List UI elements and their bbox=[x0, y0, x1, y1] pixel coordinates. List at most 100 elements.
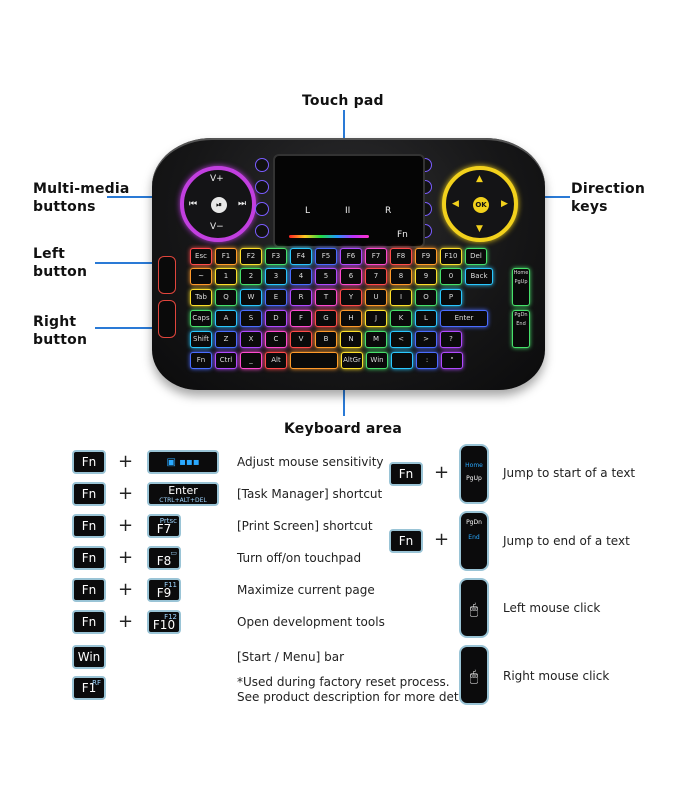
key-win[interactable]: Win bbox=[366, 352, 388, 369]
key-alt[interactable]: Alt bbox=[265, 352, 287, 369]
key--[interactable]: < bbox=[390, 331, 412, 348]
plus-sign: + bbox=[118, 483, 134, 504]
key-x[interactable]: X bbox=[240, 331, 262, 348]
key--[interactable]: ~ bbox=[190, 268, 212, 285]
plus-sign: + bbox=[434, 529, 450, 550]
key-t[interactable]: T bbox=[315, 289, 337, 306]
enter-sub-label: CTRL+ALT+DEL bbox=[159, 497, 207, 504]
key-f2[interactable]: F2 bbox=[240, 248, 262, 265]
key-4[interactable]: 4 bbox=[290, 268, 312, 285]
key-label: F7 bbox=[156, 522, 172, 536]
key-u[interactable]: U bbox=[365, 289, 387, 306]
key-f8[interactable]: F8 bbox=[390, 248, 412, 265]
key-n[interactable]: N bbox=[340, 331, 362, 348]
key-f[interactable]: F bbox=[290, 310, 312, 327]
key-z[interactable]: Z bbox=[215, 331, 237, 348]
key-8[interactable]: 8 bbox=[390, 268, 412, 285]
key-blank[interactable] bbox=[290, 352, 338, 369]
key-blank[interactable] bbox=[391, 352, 413, 369]
key-h[interactable]: H bbox=[340, 310, 362, 327]
key-e[interactable]: E bbox=[265, 289, 287, 306]
key-s[interactable]: S bbox=[240, 310, 262, 327]
key-enter[interactable]: Enter bbox=[440, 310, 488, 327]
play-pause-icon[interactable]: ⏯ bbox=[211, 197, 227, 213]
key-f9[interactable]: F9 bbox=[415, 248, 437, 265]
arrow-up-icon: ▲ bbox=[476, 174, 483, 184]
key-3[interactable]: 3 bbox=[265, 268, 287, 285]
key-ctrl[interactable]: Ctrl bbox=[215, 352, 237, 369]
plus-sign: + bbox=[118, 547, 134, 568]
left-click-desc: Left mouse click bbox=[503, 601, 601, 615]
key-w[interactable]: W bbox=[240, 289, 262, 306]
shortcut-desc: [Print Screen] shortcut bbox=[237, 519, 373, 533]
key-shift[interactable]: Shift bbox=[190, 331, 212, 348]
key-f7[interactable]: F7 bbox=[365, 248, 387, 265]
key-caps[interactable]: Caps bbox=[190, 310, 212, 327]
media-shortcut-button[interactable] bbox=[255, 202, 269, 216]
key-6[interactable]: 6 bbox=[340, 268, 362, 285]
ok-button[interactable]: OK bbox=[473, 197, 489, 213]
key-tab[interactable]: Tab bbox=[190, 289, 212, 306]
key-5[interactable]: 5 bbox=[315, 268, 337, 285]
touch-pad[interactable]: L II R Fn bbox=[273, 154, 425, 248]
key-v[interactable]: V bbox=[290, 331, 312, 348]
key-9[interactable]: 9 bbox=[415, 268, 437, 285]
key-b[interactable]: B bbox=[315, 331, 337, 348]
key-7[interactable]: 7 bbox=[365, 268, 387, 285]
media-shortcut-button[interactable] bbox=[255, 224, 269, 238]
key-m[interactable]: M bbox=[365, 331, 387, 348]
fn-key: Fn bbox=[389, 462, 423, 486]
left-mouse-button[interactable] bbox=[158, 256, 176, 294]
direction-dpad[interactable]: ▲ ▼ ◀ ▶ OK bbox=[442, 166, 518, 242]
key-g[interactable]: G bbox=[315, 310, 337, 327]
key-2[interactable]: 2 bbox=[240, 268, 262, 285]
key-f4[interactable]: F4 bbox=[290, 248, 312, 265]
key-p[interactable]: P bbox=[440, 289, 462, 306]
key--[interactable]: " bbox=[441, 352, 463, 369]
key-f6[interactable]: F6 bbox=[340, 248, 362, 265]
key-j[interactable]: J bbox=[365, 310, 387, 327]
mouse-speed-key: ▣ ▪▪▪ bbox=[147, 450, 219, 474]
key-pgdn-end[interactable]: PgDn End bbox=[512, 310, 530, 348]
key-q[interactable]: Q bbox=[215, 289, 237, 306]
key-f10[interactable]: F10 bbox=[440, 248, 462, 265]
key-label: F9 bbox=[156, 586, 172, 600]
key-label: F8 bbox=[156, 554, 172, 568]
arrow-left-icon: ◀ bbox=[452, 199, 459, 209]
key-d[interactable]: D bbox=[265, 310, 287, 327]
key-altgr[interactable]: AltGr bbox=[341, 352, 363, 369]
key-back[interactable]: Back bbox=[465, 268, 493, 285]
key-1[interactable]: 1 bbox=[215, 268, 237, 285]
key-o[interactable]: O bbox=[415, 289, 437, 306]
key--[interactable]: > bbox=[415, 331, 437, 348]
prev-icon: ⏮ bbox=[189, 199, 198, 209]
media-shortcut-button[interactable] bbox=[255, 180, 269, 194]
right-mouse-button[interactable] bbox=[158, 300, 176, 338]
key--[interactable]: ? bbox=[440, 331, 462, 348]
key--[interactable]: _ bbox=[240, 352, 262, 369]
touchpad-right-label: R bbox=[385, 206, 392, 216]
key-i[interactable]: I bbox=[390, 289, 412, 306]
key-k[interactable]: K bbox=[390, 310, 412, 327]
key-a[interactable]: A bbox=[215, 310, 237, 327]
key-home-pgup[interactable]: Home PgUp bbox=[512, 268, 530, 306]
next-icon: ⏭ bbox=[238, 199, 247, 209]
multimedia-dpad[interactable]: V+ V− ⏮ ⏭ ⏯ bbox=[180, 166, 256, 242]
key-c[interactable]: C bbox=[265, 331, 287, 348]
key-esc[interactable]: Esc bbox=[190, 248, 212, 265]
key-l[interactable]: L bbox=[415, 310, 437, 327]
home-label: Home bbox=[465, 462, 483, 469]
jump-start-desc: Jump to start of a text bbox=[503, 466, 636, 480]
key-del[interactable]: Del bbox=[465, 248, 487, 265]
key--[interactable]: : bbox=[416, 352, 438, 369]
key-f3[interactable]: F3 bbox=[265, 248, 287, 265]
key-r[interactable]: R bbox=[290, 289, 312, 306]
key-f5[interactable]: F5 bbox=[315, 248, 337, 265]
right-mouse-icon: 🖱 bbox=[459, 645, 489, 705]
key-0[interactable]: 0 bbox=[440, 268, 462, 285]
key-fn[interactable]: Fn bbox=[190, 352, 212, 369]
key-y[interactable]: Y bbox=[340, 289, 362, 306]
key-f1[interactable]: F1 bbox=[215, 248, 237, 265]
media-shortcut-button[interactable] bbox=[255, 158, 269, 172]
